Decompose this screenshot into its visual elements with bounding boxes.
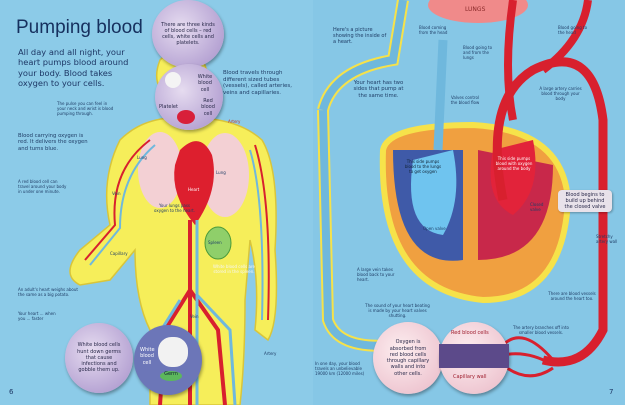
- artery-lower-label: Artery: [264, 351, 277, 356]
- to-lungs-label: Blood going to and from the lungs: [463, 45, 493, 60]
- sound-text: The sound of your heart beating is made …: [365, 303, 430, 318]
- red-cells-label: Red blood cells: [451, 330, 489, 336]
- flap-text: White blood cells hunt down germs that c…: [77, 342, 121, 374]
- large-artery-label: A large artery carries blood through you…: [539, 86, 582, 101]
- heart-weight-text: An adult's heart weighs about the same a…: [18, 287, 78, 297]
- from-head-label: Blood coming from the head: [419, 25, 448, 35]
- white-cell-icon: [158, 337, 188, 367]
- right-page: LUNGS Here's a picture showing the insid…: [313, 0, 625, 405]
- left-page: Pumping blood All day and all night, you…: [0, 0, 313, 405]
- heart-shape: [174, 141, 214, 225]
- capillary-circle: Red blood cells Capillary wall: [439, 322, 509, 394]
- flap-text: There are three kinds of blood cells – r…: [161, 21, 215, 47]
- blood-cells-circle: White blood cell Platelet Red blood cell: [155, 64, 223, 130]
- flap-text: Oxygen is absorbed from red blood cells …: [386, 339, 430, 377]
- capillary-wall-label: Capillary wall: [453, 374, 487, 380]
- red-cell-icon: [177, 110, 195, 124]
- build-up-box: Blood begins to build up behind the clos…: [558, 190, 612, 212]
- red-cell-travel-text: A red blood cell can travel around your …: [18, 179, 67, 194]
- pulmonary-vessel: [433, 39, 448, 151]
- two-sides-text: Your heart has two sides that pump at th…: [353, 80, 404, 99]
- lung-left-label: Lung: [137, 155, 147, 160]
- lung-right-label: Lung: [216, 170, 226, 175]
- vein-lower-label: Vein: [190, 314, 199, 319]
- lungs-pass-text: Your lungs pass oxygen to the heart.: [154, 203, 195, 213]
- to-head-label: Blood going to the head: [558, 25, 588, 35]
- around-heart-label: There are blood vessels around the heart…: [548, 291, 596, 301]
- stretchy-label: Stretchy artery wall: [596, 234, 618, 244]
- white-cell-circle: White blood cell Germ: [134, 325, 202, 395]
- arm-arteries: [84, 139, 270, 321]
- pulse-text: The pulse you can feel in your neck and …: [57, 101, 114, 116]
- page-title: Pumping blood: [16, 17, 143, 38]
- lung-right: [201, 133, 249, 217]
- vessels-text: Blood travels through different sized tu…: [223, 70, 292, 96]
- capillary-tube: [439, 344, 509, 368]
- white-cell-label: White blood cell: [197, 74, 213, 93]
- lungs-shape: [428, 0, 528, 23]
- side-body-label: This side pumps blood with oxygen around…: [495, 156, 533, 171]
- aorta-arch: [492, 57, 608, 367]
- page-number: 6: [9, 388, 14, 396]
- one-day-text: In one day, your blood travels an unbeli…: [315, 361, 365, 376]
- branches-label: The artery branches off into smaller blo…: [513, 325, 569, 335]
- spleen-label: Spleen: [208, 240, 222, 245]
- capillary-label: Capillary: [110, 251, 128, 256]
- oxygen-text: Blood carrying oxygen is red. It deliver…: [18, 133, 88, 152]
- open-valve-label: Open valve: [423, 226, 446, 231]
- spleen-shape: [204, 226, 232, 260]
- white-cell-circle-label: White blood cell: [140, 347, 155, 366]
- intro-text: All day and all night, your heart pumps …: [18, 47, 129, 89]
- arm-veins: [89, 144, 264, 321]
- closed-valve-label: Closed valve: [530, 202, 544, 212]
- heart-label: Heart: [188, 187, 200, 192]
- heart-partial-text: Your heart ... when you ... faster: [18, 311, 56, 321]
- flap-blood-cells[interactable]: There are three kinds of blood cells – r…: [152, 0, 224, 68]
- side-lungs-label: This side pumps blood to the lungs to ge…: [404, 159, 442, 174]
- valves-label: Valves control the blood flow: [450, 95, 480, 105]
- heart-diagram: [317, 0, 608, 378]
- large-vein-label: A large vein takes blood back to your he…: [357, 267, 395, 282]
- red-cell-label: Red blood cell: [201, 98, 215, 117]
- white-cell-icon: [165, 72, 181, 88]
- flap-oxygen[interactable]: Oxygen is absorbed from red blood cells …: [373, 322, 443, 394]
- artery-label: Artery: [228, 119, 241, 124]
- flap-white-cells[interactable]: White blood cells hunt down germs that c…: [65, 323, 133, 393]
- germ-label: Germ: [160, 371, 182, 381]
- page-number: 7: [609, 388, 614, 396]
- head-artery: [504, 0, 592, 121]
- vein-upper-label: Vein: [112, 191, 121, 196]
- blue-chamber: [411, 150, 457, 235]
- lungs-label: LUNGS: [465, 6, 486, 13]
- platelet-label: Platelet: [159, 104, 178, 110]
- intro-text: Here's a picture showing the inside of a…: [333, 27, 387, 45]
- spleen-note: White blood cells are stored in the sple…: [213, 264, 255, 274]
